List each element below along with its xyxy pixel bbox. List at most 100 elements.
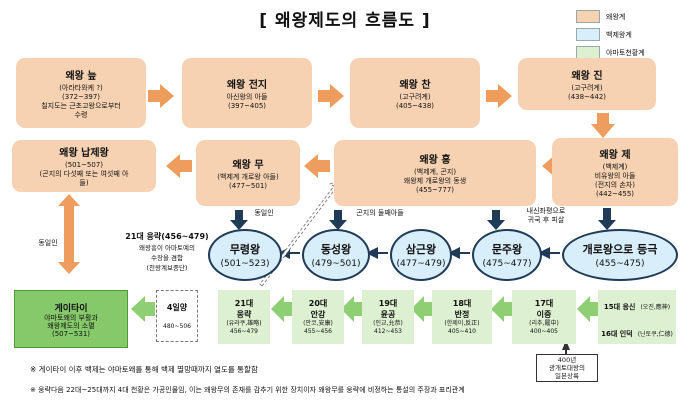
- oung-line: 수장을 겸함: [151, 254, 183, 262]
- circle-years: (477~479): [396, 259, 446, 269]
- box-geitai: 게이타이 야마토왜의 부활과 왜왕제도의 소멸 (507~531): [14, 290, 128, 348]
- box-emperor-15-16: 15대 응신 (오진,應神) 16대 인덕 (닌토쿠,仁德): [598, 290, 676, 344]
- arrow-green-4: [491, 296, 512, 322]
- legend-swatch-wa: [576, 10, 600, 23]
- box-line: (455~777): [415, 186, 455, 194]
- box-line: 야마토왜의 부활과: [44, 313, 98, 322]
- emperor-16: 16대 인덕 (닌토쿠,仁德): [601, 321, 673, 340]
- circle-samgeun: 삼근왕 (477~479): [390, 229, 452, 281]
- box-line: (고구려계): [571, 83, 603, 92]
- circle-years: (501~523): [220, 259, 270, 269]
- box-num: 19대: [378, 299, 398, 308]
- box-wa-heung: 왜왕 흥 (백제계, 곤지) 왜왕제 개로왕의 동생 (455~777): [334, 140, 536, 206]
- legend-swatch-baekje: [576, 28, 600, 41]
- legend-label: 야마토천황계: [606, 48, 645, 57]
- circle-name: 개로왕으로 등극: [582, 243, 658, 256]
- legend-label: 백제왕계: [606, 30, 632, 39]
- box-wa-nu: 왜왕 늪 (아라타와케 ?) (372~397) 칠지도는 근초고왕으로부터 수…: [16, 58, 146, 128]
- box-wa-jeonji: 왜왕 전지 아신왕의 아들 (397~405): [182, 58, 312, 128]
- arrow-right-3: [486, 84, 512, 108]
- box-num: 18대: [452, 299, 472, 308]
- footnote-1: ※ 게이타이 이후 백제는 야마토왜를 통해 백제 멸망때까지 열도를 통할함: [30, 365, 258, 374]
- oung-line: 왜왕흥이 아마토예의: [139, 244, 195, 252]
- box-line: (477~501): [228, 181, 268, 190]
- box-sub: (오진,應神): [640, 304, 671, 311]
- box-emperor-21: 21대 웅략 (유라쿠,雄略) 456~479: [218, 290, 270, 344]
- box-title: 웅략: [236, 310, 252, 319]
- circle-years: (475~477): [482, 259, 532, 269]
- box-wa-chan: 왜왕 찬 (고구려계) (405~438): [350, 58, 480, 128]
- box-line: (442~455): [595, 189, 635, 198]
- label-munju-note-2: 귀국 후 피살: [527, 216, 565, 224]
- circle-name: 문주왕: [491, 243, 523, 256]
- box-years: 400~405: [530, 328, 558, 335]
- arrow-down-heung-dongseong: [329, 210, 347, 230]
- box-num: 17대: [534, 299, 554, 308]
- box-line: (고구려계): [399, 92, 431, 101]
- box-line: 400년: [557, 356, 577, 364]
- circle-name: 동성왕: [320, 243, 352, 256]
- box-years: 412~453: [374, 328, 402, 335]
- circle-name: 삼근왕: [405, 243, 437, 256]
- box-title: 15대 응신: [603, 303, 636, 311]
- page-title: [ 왜왕제도의 흐름도 ]: [259, 11, 431, 31]
- box-title: 왜왕 전지: [226, 79, 268, 91]
- arrow-right-1: [148, 84, 174, 108]
- box-line: (백제계, 곤지): [413, 168, 457, 176]
- box-title: 이중: [536, 310, 552, 319]
- box-gwanggaeto: 400년 광개토대왕의 일본상륙: [536, 354, 598, 382]
- arrow-up-gwang: [562, 340, 570, 356]
- arrow-double-napje-geitai: [58, 194, 80, 274]
- box-emperor-18: 18대 반정 (한제이,反正) 405~410: [432, 290, 492, 344]
- arrow-down-jin-je: [591, 113, 615, 138]
- box-line: (백제계): [602, 162, 628, 171]
- box-line: 아신왕의 아들: [226, 92, 268, 101]
- box-sub: (리추,履中): [529, 320, 559, 327]
- circle-munju: 문주왕 (475~477): [472, 229, 542, 281]
- box-sub: (인교,允恭): [373, 320, 403, 327]
- box-line: (501~507): [64, 161, 104, 169]
- box-line: (곤지의 다섯째 또는 여섯째 아: [39, 170, 129, 178]
- footnote-2: ※ 웅략다음 22대~25대까지 4대 천황은 가공인물임, 이는 왜왕무의 존…: [30, 386, 465, 394]
- box-line: (전지의 손자): [595, 180, 635, 189]
- box-title: 4일양: [166, 302, 188, 312]
- box-line: (397~405): [227, 101, 267, 110]
- box-title: 안강: [310, 310, 326, 319]
- label-gonji-son: 곤지의 둘째아들: [356, 209, 404, 217]
- box-emperor-20: 20대 안강 (안코,安康) 455~456: [292, 290, 344, 344]
- box-title: 왜왕 진: [571, 70, 603, 82]
- box-wa-mu: 왜왕 무 (백제계 개로왕 아들) (477~501): [196, 140, 300, 206]
- box-years: 405~410: [448, 328, 476, 335]
- arrow-green-3: [411, 296, 432, 322]
- box-wa-jin: 왜왕 진 (고구려계) (438~442): [518, 58, 656, 110]
- box-title: 왜왕 무: [232, 159, 264, 171]
- emperor-15: 15대 응신 (오진,應神): [604, 294, 670, 313]
- box-num: 20대: [308, 299, 328, 308]
- box-title: 윤공: [380, 310, 396, 319]
- box-line: 왜왕제도의 소멸: [47, 321, 95, 330]
- circle-gaero: 개로왕으로 등극 (455~475): [562, 229, 678, 281]
- legend-item-wa: 왜왕계: [576, 10, 686, 23]
- circle-dongseong: 동성왕 (479~501): [302, 229, 370, 281]
- label-same-person-2: 동일인: [38, 239, 58, 247]
- oung-note: 21대 웅략(456~479) 왜왕흥이 아마토예의 수장을 겸함 (천왕계보중…: [112, 231, 222, 272]
- box-sub: (한제이,反正): [444, 320, 480, 327]
- box-line: (372~397): [61, 92, 101, 101]
- circle-years: (479~501): [311, 259, 361, 269]
- box-sub: (닌토쿠,仁德): [637, 331, 673, 338]
- box-line: (507~531): [51, 329, 91, 338]
- legend-item-baekje: 백제왕계: [576, 28, 686, 41]
- box-line: 왜왕제 개로왕의 동생: [403, 177, 467, 185]
- box-title: 왜왕 제: [599, 149, 631, 161]
- box-title: 왜왕 찬: [399, 79, 431, 91]
- box-sub: (안코,安康): [303, 320, 333, 327]
- arrow-left-2: [304, 154, 330, 178]
- box-emperor-19: 19대 윤공 (인교,允恭) 412~453: [362, 290, 414, 344]
- box-line: 들): [79, 179, 89, 187]
- box-line: 일본상륙: [555, 372, 579, 380]
- oung-title: 21대 웅략(456~479): [125, 232, 209, 241]
- arrow-right-2: [318, 84, 344, 108]
- arrow-down-munju: [487, 210, 505, 230]
- box-title: 16대 인덕: [601, 330, 633, 338]
